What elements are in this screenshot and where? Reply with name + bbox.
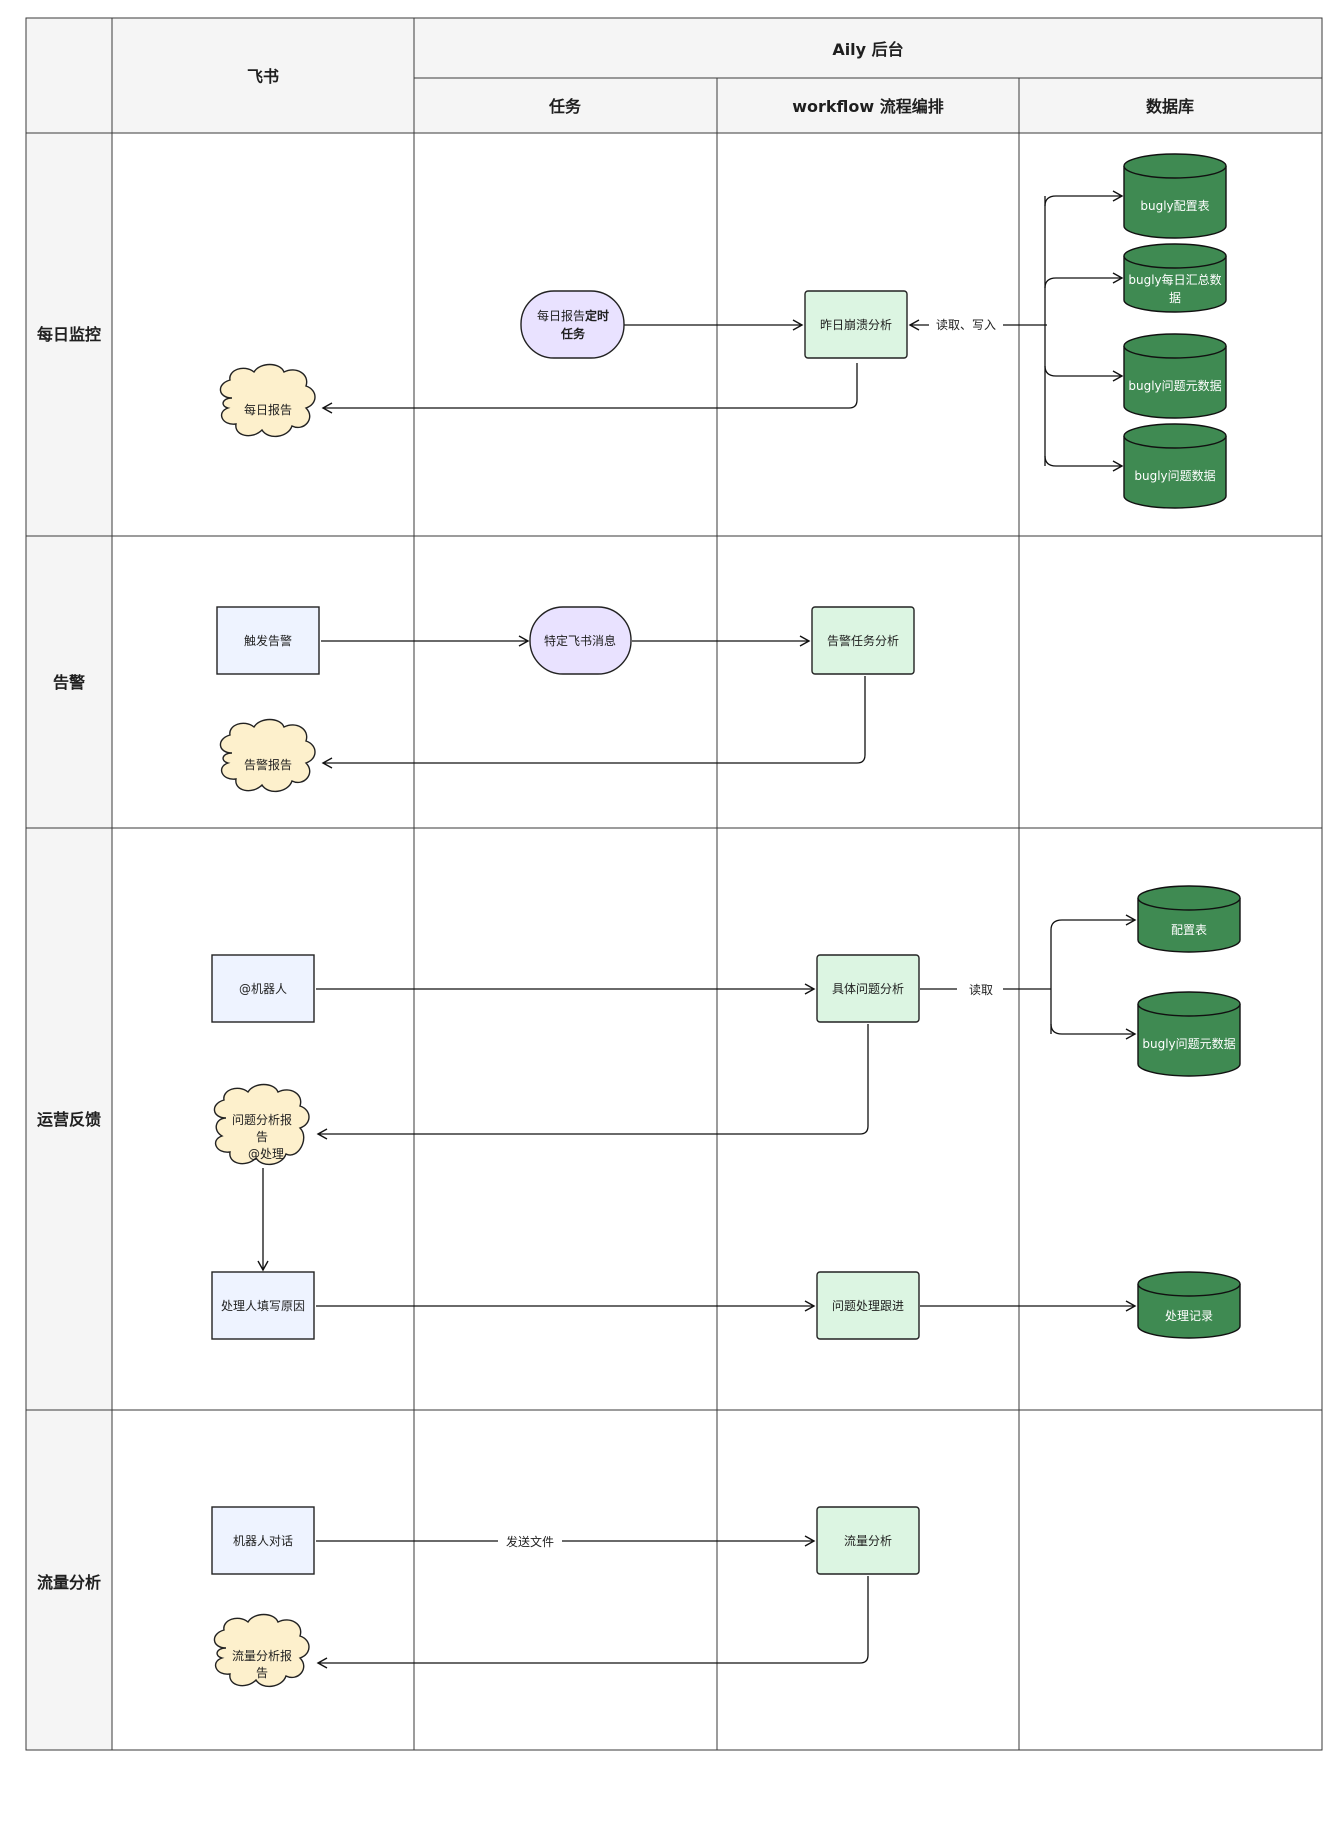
daily-task-text-c: 任务 bbox=[560, 326, 586, 341]
db-config-label: 配置表 bbox=[1171, 923, 1207, 937]
db-bugly-config-label: bugly配置表 bbox=[1140, 199, 1209, 213]
column-header-task: 任务 bbox=[548, 97, 582, 116]
db-bugly-daily-label-1: bugly每日汇总数 bbox=[1128, 272, 1221, 287]
node-daily-report[interactable]: 每日报告 bbox=[219, 363, 316, 437]
daily-report-label: 每日报告 bbox=[244, 402, 292, 417]
node-handler-fill[interactable]: 处理人填写原因 bbox=[211, 1271, 315, 1340]
node-alert-analysis[interactable]: 告警任务分析 bbox=[811, 606, 915, 675]
node-trigger-alert[interactable]: 触发告警 bbox=[216, 606, 320, 675]
edge-traffic-analysis-to-report bbox=[316, 1576, 869, 1669]
feishu-message-label: 特定飞书消息 bbox=[544, 633, 616, 648]
lane-label-alert: 告警 bbox=[53, 673, 85, 692]
daily-task-text-a: 每日报告 bbox=[537, 308, 585, 323]
header-background bbox=[26, 18, 1322, 133]
daily-task-text-b: 定时 bbox=[585, 308, 609, 323]
table-grid bbox=[25, 17, 1323, 1751]
edges bbox=[257, 190, 1137, 1669]
column-header-aily: Aily 后台 bbox=[832, 40, 903, 59]
edge-label-bg bbox=[931, 314, 1001, 334]
node-traffic-analysis[interactable]: 流量分析 bbox=[816, 1506, 920, 1575]
edge-to-db-issue-meta bbox=[1050, 1023, 1137, 1040]
node-issue-follow[interactable]: 问题处理跟进 bbox=[816, 1271, 920, 1340]
db-records-label: 处理记录 bbox=[1165, 1309, 1213, 1323]
column-header-feishu: 飞书 bbox=[247, 67, 279, 86]
svg-text:每日报告定时: 每日报告定时 bbox=[537, 308, 609, 323]
db-config[interactable]: 配置表 bbox=[1137, 885, 1241, 953]
db-bugly-config[interactable]: bugly配置表 bbox=[1123, 153, 1227, 239]
lane-label-background bbox=[26, 133, 112, 1750]
edge-label-read-write: 读取、写入 bbox=[936, 318, 996, 332]
issue-report-label-1: 问题分析报 bbox=[232, 1112, 292, 1127]
alert-report-label: 告警报告 bbox=[244, 757, 292, 772]
crash-analysis-label: 昨日崩溃分析 bbox=[820, 318, 892, 332]
bot-chat-label: 机器人对话 bbox=[233, 1534, 293, 1548]
edge-label-read: 读取 bbox=[969, 983, 993, 997]
db-bugly-issue-meta[interactable]: bugly问题元数据 bbox=[1123, 333, 1227, 419]
handler-fill-label: 处理人填写原因 bbox=[221, 1299, 305, 1313]
alert-analysis-label: 告警任务分析 bbox=[827, 633, 899, 648]
edge-crash-analysis-to-report bbox=[321, 363, 858, 414]
db-bugly-issue-meta-label: bugly问题元数据 bbox=[1128, 378, 1221, 393]
issue-report-label-3: @处理 bbox=[248, 1147, 284, 1161]
edge-to-db-bugly-config bbox=[1044, 190, 1124, 207]
at-bot-label: @机器人 bbox=[239, 982, 287, 996]
edge-label-bg bbox=[500, 1531, 560, 1551]
lane-label-daily: 每日监控 bbox=[37, 325, 101, 344]
db-records[interactable]: 处理记录 bbox=[1137, 1271, 1241, 1339]
node-crash-analysis[interactable]: 昨日崩溃分析 bbox=[804, 290, 908, 359]
issue-report-label-2: 告 bbox=[256, 1130, 268, 1144]
edge-to-db-bugly-daily bbox=[1044, 272, 1124, 289]
traffic-report-label-1: 流量分析报 bbox=[232, 1648, 292, 1663]
lane-label-ops: 运营反馈 bbox=[37, 1110, 101, 1129]
node-traffic-report[interactable]: 流量分析报 告 bbox=[213, 1613, 310, 1687]
node-issue-analysis[interactable]: 具体问题分析 bbox=[816, 954, 920, 1023]
edge-alert-analysis-to-report bbox=[321, 676, 866, 769]
edge-label-send-file: 发送文件 bbox=[506, 1534, 554, 1549]
db-bugly-issue[interactable]: bugly问题数据 bbox=[1123, 423, 1227, 509]
db-bugly-issue-label: bugly问题数据 bbox=[1134, 468, 1215, 483]
edge-to-db-bugly-issue-meta bbox=[1044, 365, 1124, 382]
column-header-database: 数据库 bbox=[1146, 97, 1194, 116]
edge-label-bg bbox=[959, 979, 1001, 999]
edge-to-db-bugly-issue bbox=[1044, 455, 1124, 472]
traffic-analysis-label: 流量分析 bbox=[844, 1534, 892, 1548]
node-feishu-message[interactable]: 特定飞书消息 bbox=[529, 606, 632, 675]
column-header-workflow: workflow 流程编排 bbox=[792, 97, 944, 116]
node-daily-task[interactable]: 每日报告定时 任务 bbox=[520, 290, 625, 359]
edge-to-db-config bbox=[1050, 914, 1137, 931]
issue-analysis-label: 具体问题分析 bbox=[832, 982, 904, 996]
issue-follow-label: 问题处理跟进 bbox=[832, 1299, 904, 1313]
node-issue-report[interactable]: 问题分析报 告 @处理 bbox=[213, 1083, 310, 1165]
edge-issue-analysis-to-report bbox=[316, 1024, 869, 1140]
traffic-report-label-2: 告 bbox=[256, 1666, 268, 1680]
node-bot-chat[interactable]: 机器人对话 bbox=[211, 1506, 315, 1575]
db-issue-meta[interactable]: bugly问题元数据 bbox=[1137, 991, 1241, 1077]
trigger-alert-label: 触发告警 bbox=[244, 633, 292, 648]
lane-label-traffic: 流量分析 bbox=[37, 1573, 101, 1592]
db-issue-meta-label: bugly问题元数据 bbox=[1142, 1036, 1235, 1051]
node-alert-report[interactable]: 告警报告 bbox=[219, 718, 316, 792]
node-at-bot[interactable]: @机器人 bbox=[211, 954, 315, 1023]
db-bugly-daily-label-2: 据 bbox=[1169, 291, 1181, 305]
db-bugly-daily[interactable]: bugly每日汇总数 据 bbox=[1123, 243, 1227, 313]
